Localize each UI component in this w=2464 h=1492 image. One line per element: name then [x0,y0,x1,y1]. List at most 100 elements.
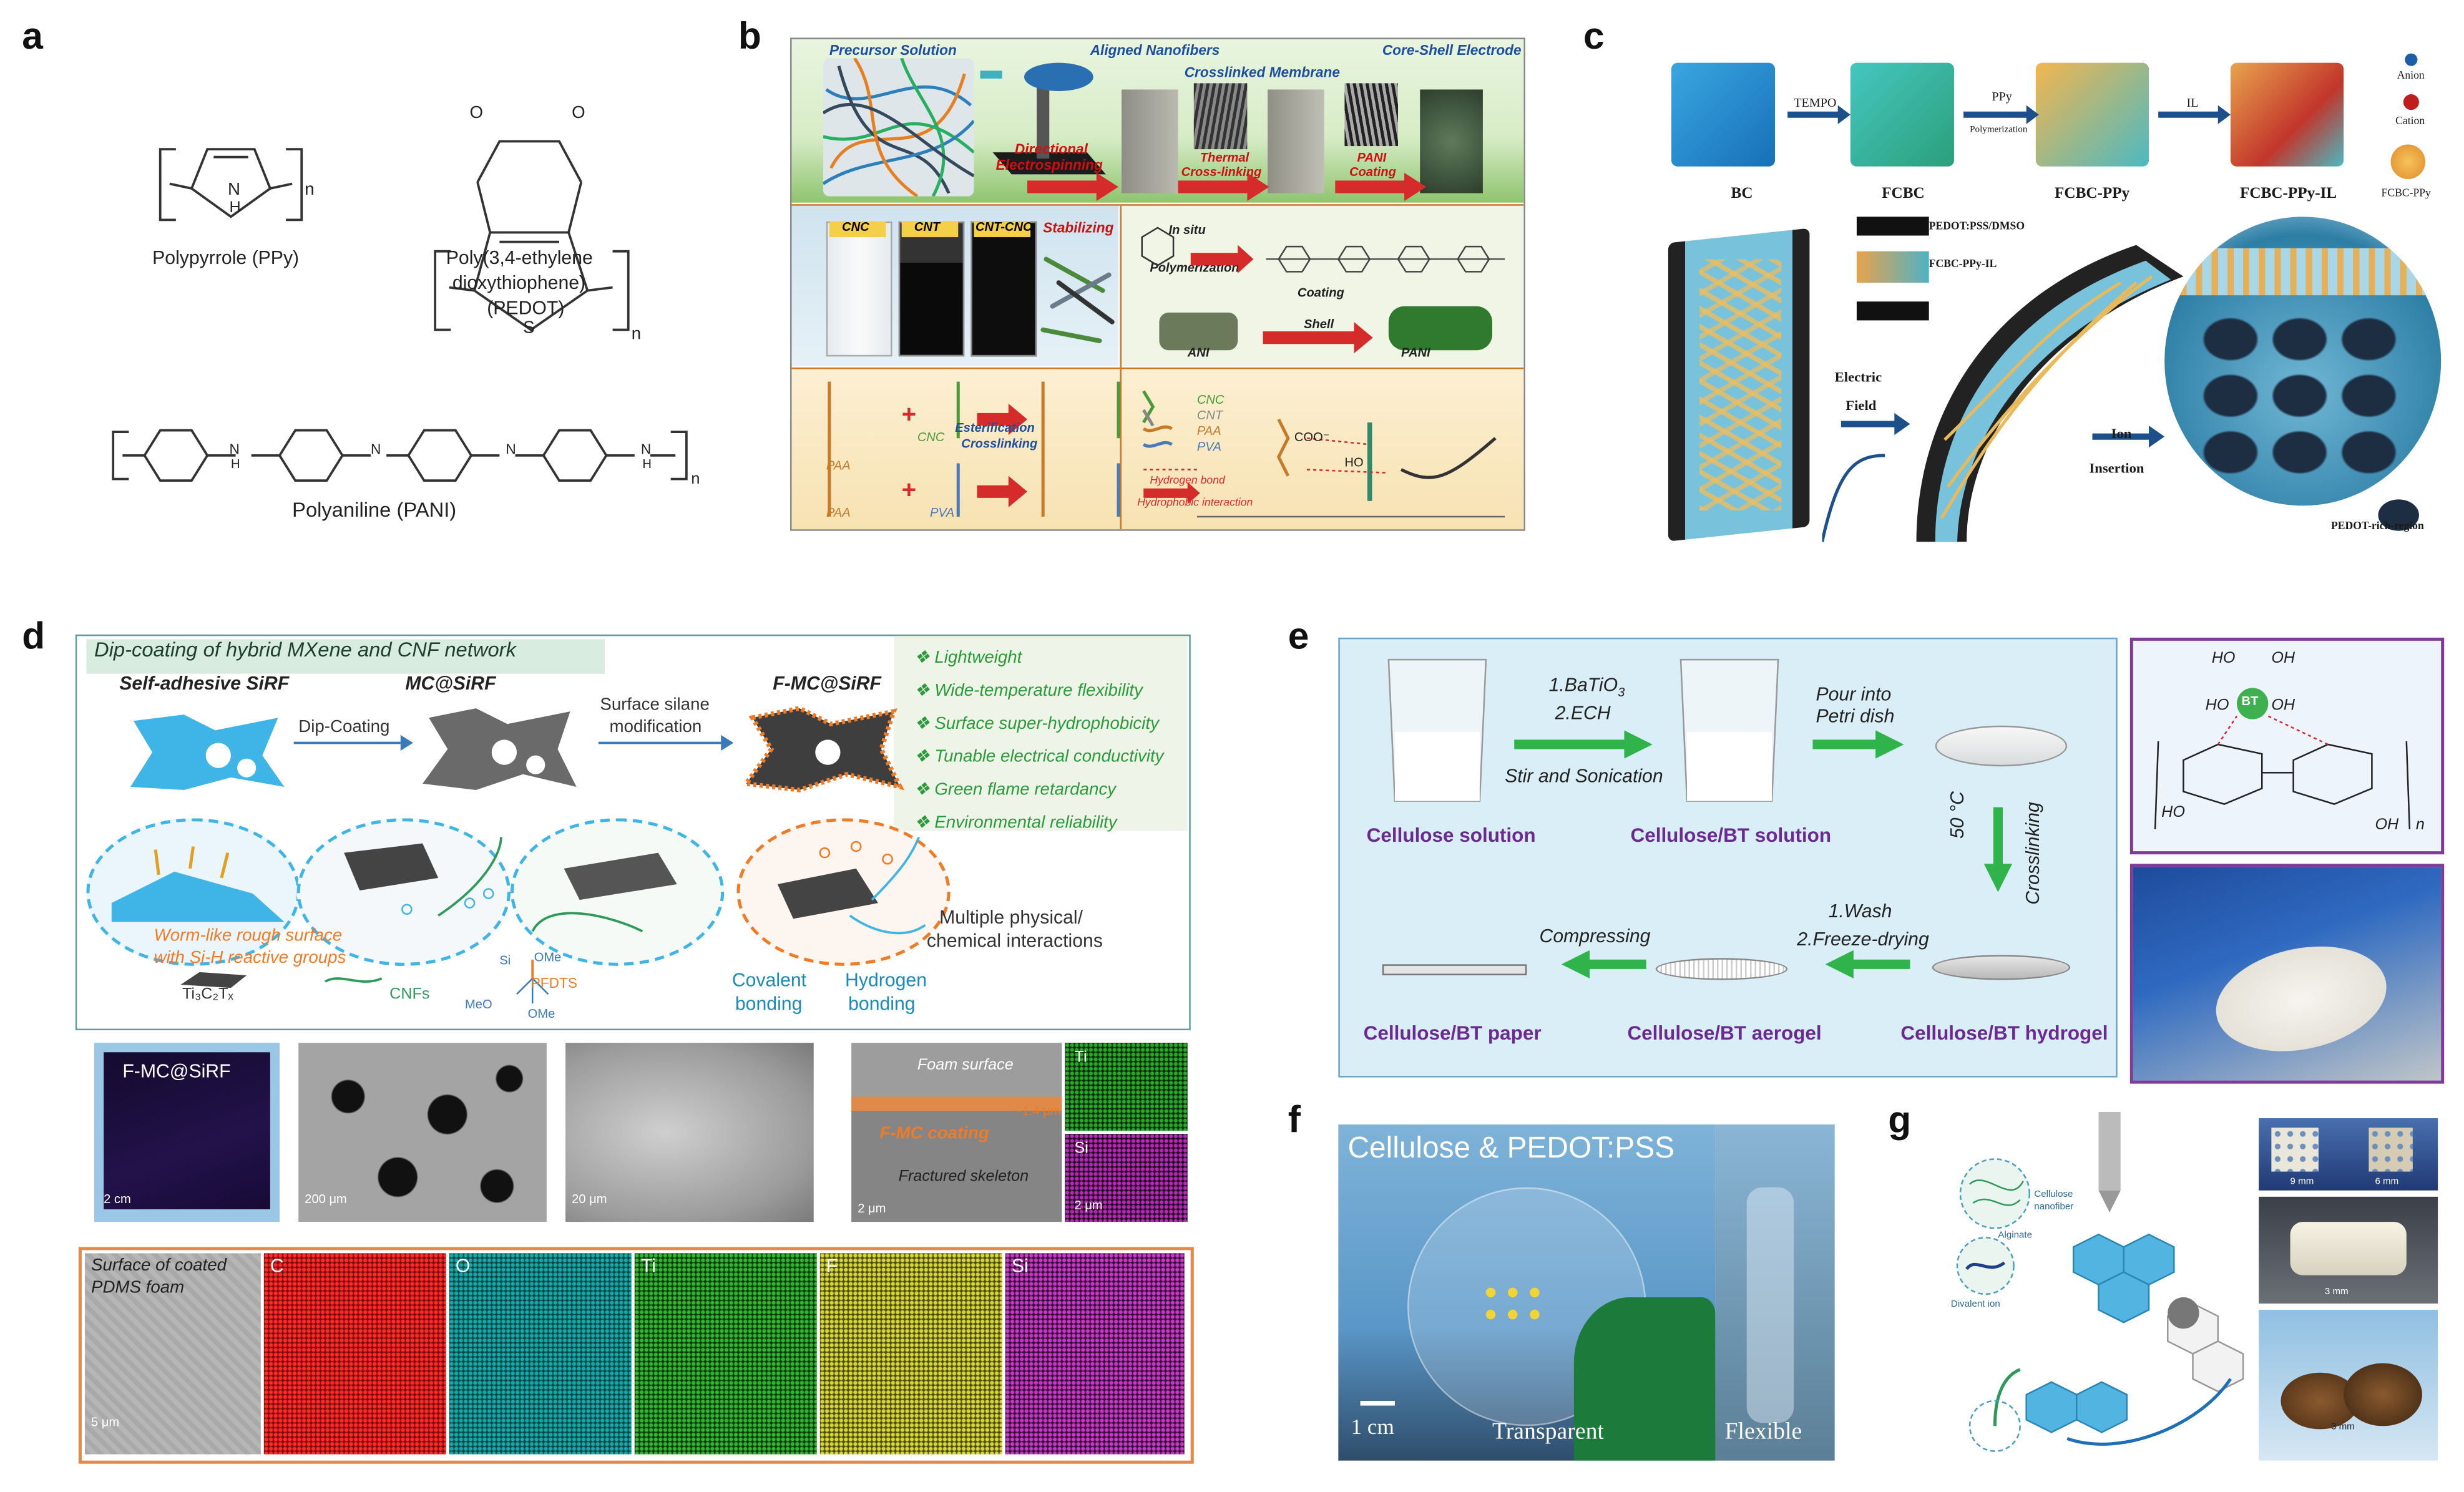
aligned-nanofiber-sem [1193,83,1248,150]
pedot-name-line3: (PEDOT) [487,296,565,319]
e-oh-1: OH [2271,650,2295,668]
f-glove [1573,1297,1716,1461]
b-coating2-label: Coating [1297,286,1344,300]
svg-text:+: + [902,400,917,428]
d-photo-label: F-MC@SiRF [122,1060,231,1083]
chemical-structures-svg [112,140,688,482]
g-divalent-label: Divalent ion [1950,1300,2000,1310]
d-fmc-zoom [736,818,951,966]
b-leg-pva: PVA [1196,439,1222,454]
c-fcbcppyil2-label: FCBC-PPy-IL [1929,257,1997,270]
g-nanofiber-label: nanofiber [2034,1202,2074,1213]
pani-n3: N [506,441,516,457]
g-brown-block-2 [2344,1363,2422,1426]
pani-name: Polyaniline (PANI) [292,497,457,522]
c-fcbcppyil-label: FCBC-PPy-IL [2240,185,2337,203]
d-mcsirf-label: MC@SiRF [405,672,496,695]
c-anion-label: Anion [2397,69,2425,82]
vial-cnc-label: CNC [842,220,869,235]
d-title: Dip-coating of hybrid MXene and CNF netw… [94,637,516,661]
b-paa-label-1: PAA [826,458,851,473]
aligned-nanofiber-photo [1122,89,1178,193]
d-surface1-label: Surface silane [600,695,710,715]
ppy-nh-atom: N [227,180,240,200]
g-photo-lattice [2259,1118,2438,1191]
g-photo-brown-block [2259,1310,2438,1461]
e-step1b: 2.ECH [1555,702,1611,724]
d-map-c [263,1253,446,1455]
g-scale-9mm: 9 mm [2290,1178,2314,1187]
pedot-name-line2: dioxythiophene) [452,271,586,294]
vial-cnc-cap [829,221,886,238]
b-ho-label: HO [1344,455,1364,470]
d-feature-5: ❖ Environmental reliability [914,813,1117,832]
d-hydrogen1-label: Hydrogen [845,968,927,992]
d-fractured: Fractured skeleton [898,1168,1029,1186]
d-surface2-label: modification [609,718,702,737]
b-ester-crosslink-label: Crosslinking [961,436,1038,451]
d-map-si-label: Si [1011,1254,1029,1277]
panel-d-scheme [75,634,1191,1031]
b-precursor-label: Precursor Solution [829,42,957,59]
d-thickness: ~1.4 μm [1014,1104,1061,1118]
d-scale-20: 20 μm [572,1192,607,1206]
pedot-rich-icon [2378,499,2419,531]
e-cellulose-structure [2154,688,2411,829]
b-ani-label: ANI [1187,345,1210,360]
svg-text:+: + [902,475,917,504]
pedot-n-subscript: n [631,324,642,344]
panel-label-c: c [1583,16,1605,59]
b-paa-label-2: PAA [826,505,851,520]
e-arrow-2 [1812,730,1904,759]
d-title-bar [86,639,605,674]
c-electric-arrow [1841,412,1910,436]
b-pani-coat-label: PANI [1357,150,1387,165]
f-transparent-label: Transparent [1492,1420,1604,1445]
b-aligned-label: Aligned Nanofibers [1090,42,1220,59]
b-hydrophobic-label: Hydrophobic interaction [1137,497,1253,509]
d-hydrogen2-label: bonding [848,992,916,1015]
d-scale-5um: 5 μm [90,1415,120,1430]
e-n-label: n [2415,816,2425,834]
pani-h4: H [642,457,652,472]
hydrogen-bond-scheme [1142,390,1505,518]
d-ti3c2-label: Ti₃C₂Tₓ [182,986,233,1004]
c-ion-arrow [2092,426,2165,448]
d-dip-label: Dip-Coating [298,718,390,737]
c-il-label: IL [2186,95,2199,110]
pani-n1: N [229,441,240,457]
d-cross-section-sem [851,1043,1062,1222]
d-ome2-label: OMe [527,1007,555,1021]
b-crosslinked-label: Crosslinked Membrane [1184,64,1340,80]
pfdts-icon [516,959,549,1004]
d-fmcsirf-label: F-MC@SiRF [773,672,882,695]
bc-cube [1671,62,1776,167]
vial-cnt-cnc [970,221,1037,357]
d-scale-200: 200 μm [305,1192,347,1206]
e-petri-dish [1935,725,2068,767]
panel-label-a: a [22,16,43,59]
d-scale-2um: 2 μm [858,1201,886,1216]
ppy-name: Polypyrrole (PPy) [152,246,300,269]
b-leg-paa: PAA [1196,424,1221,439]
g-lattice-wet [2271,1128,2319,1172]
vial-cnc [826,221,892,357]
c-bc-label: BC [1731,185,1753,203]
d-feature-0: ❖ Lightweight [914,648,1022,668]
c-zoom-circle [2164,217,2442,506]
d-foam-surface: Foam surface [917,1056,1014,1075]
e-cellulose-solution: Cellulose solution [1366,824,1536,847]
anion-dot [2405,53,2418,66]
cnf-icon [325,977,383,983]
d-surface-coated1: Surface of coated [90,1256,227,1275]
b-hbond-label: Hydrogen bond [1150,475,1225,487]
b-crosslinking-label: Cross-linking [1181,165,1262,179]
pedot-o-right: O [572,104,585,123]
e-arrow-4 [1561,950,1646,978]
d-mc-blob [423,708,577,790]
panel-b-divider-h1 [791,204,1524,206]
g-cellulose-label: Cellulose [2034,1190,2073,1200]
c-flat-fibers [1699,259,1782,510]
f-flexible-label: Flexible [1724,1420,1802,1445]
